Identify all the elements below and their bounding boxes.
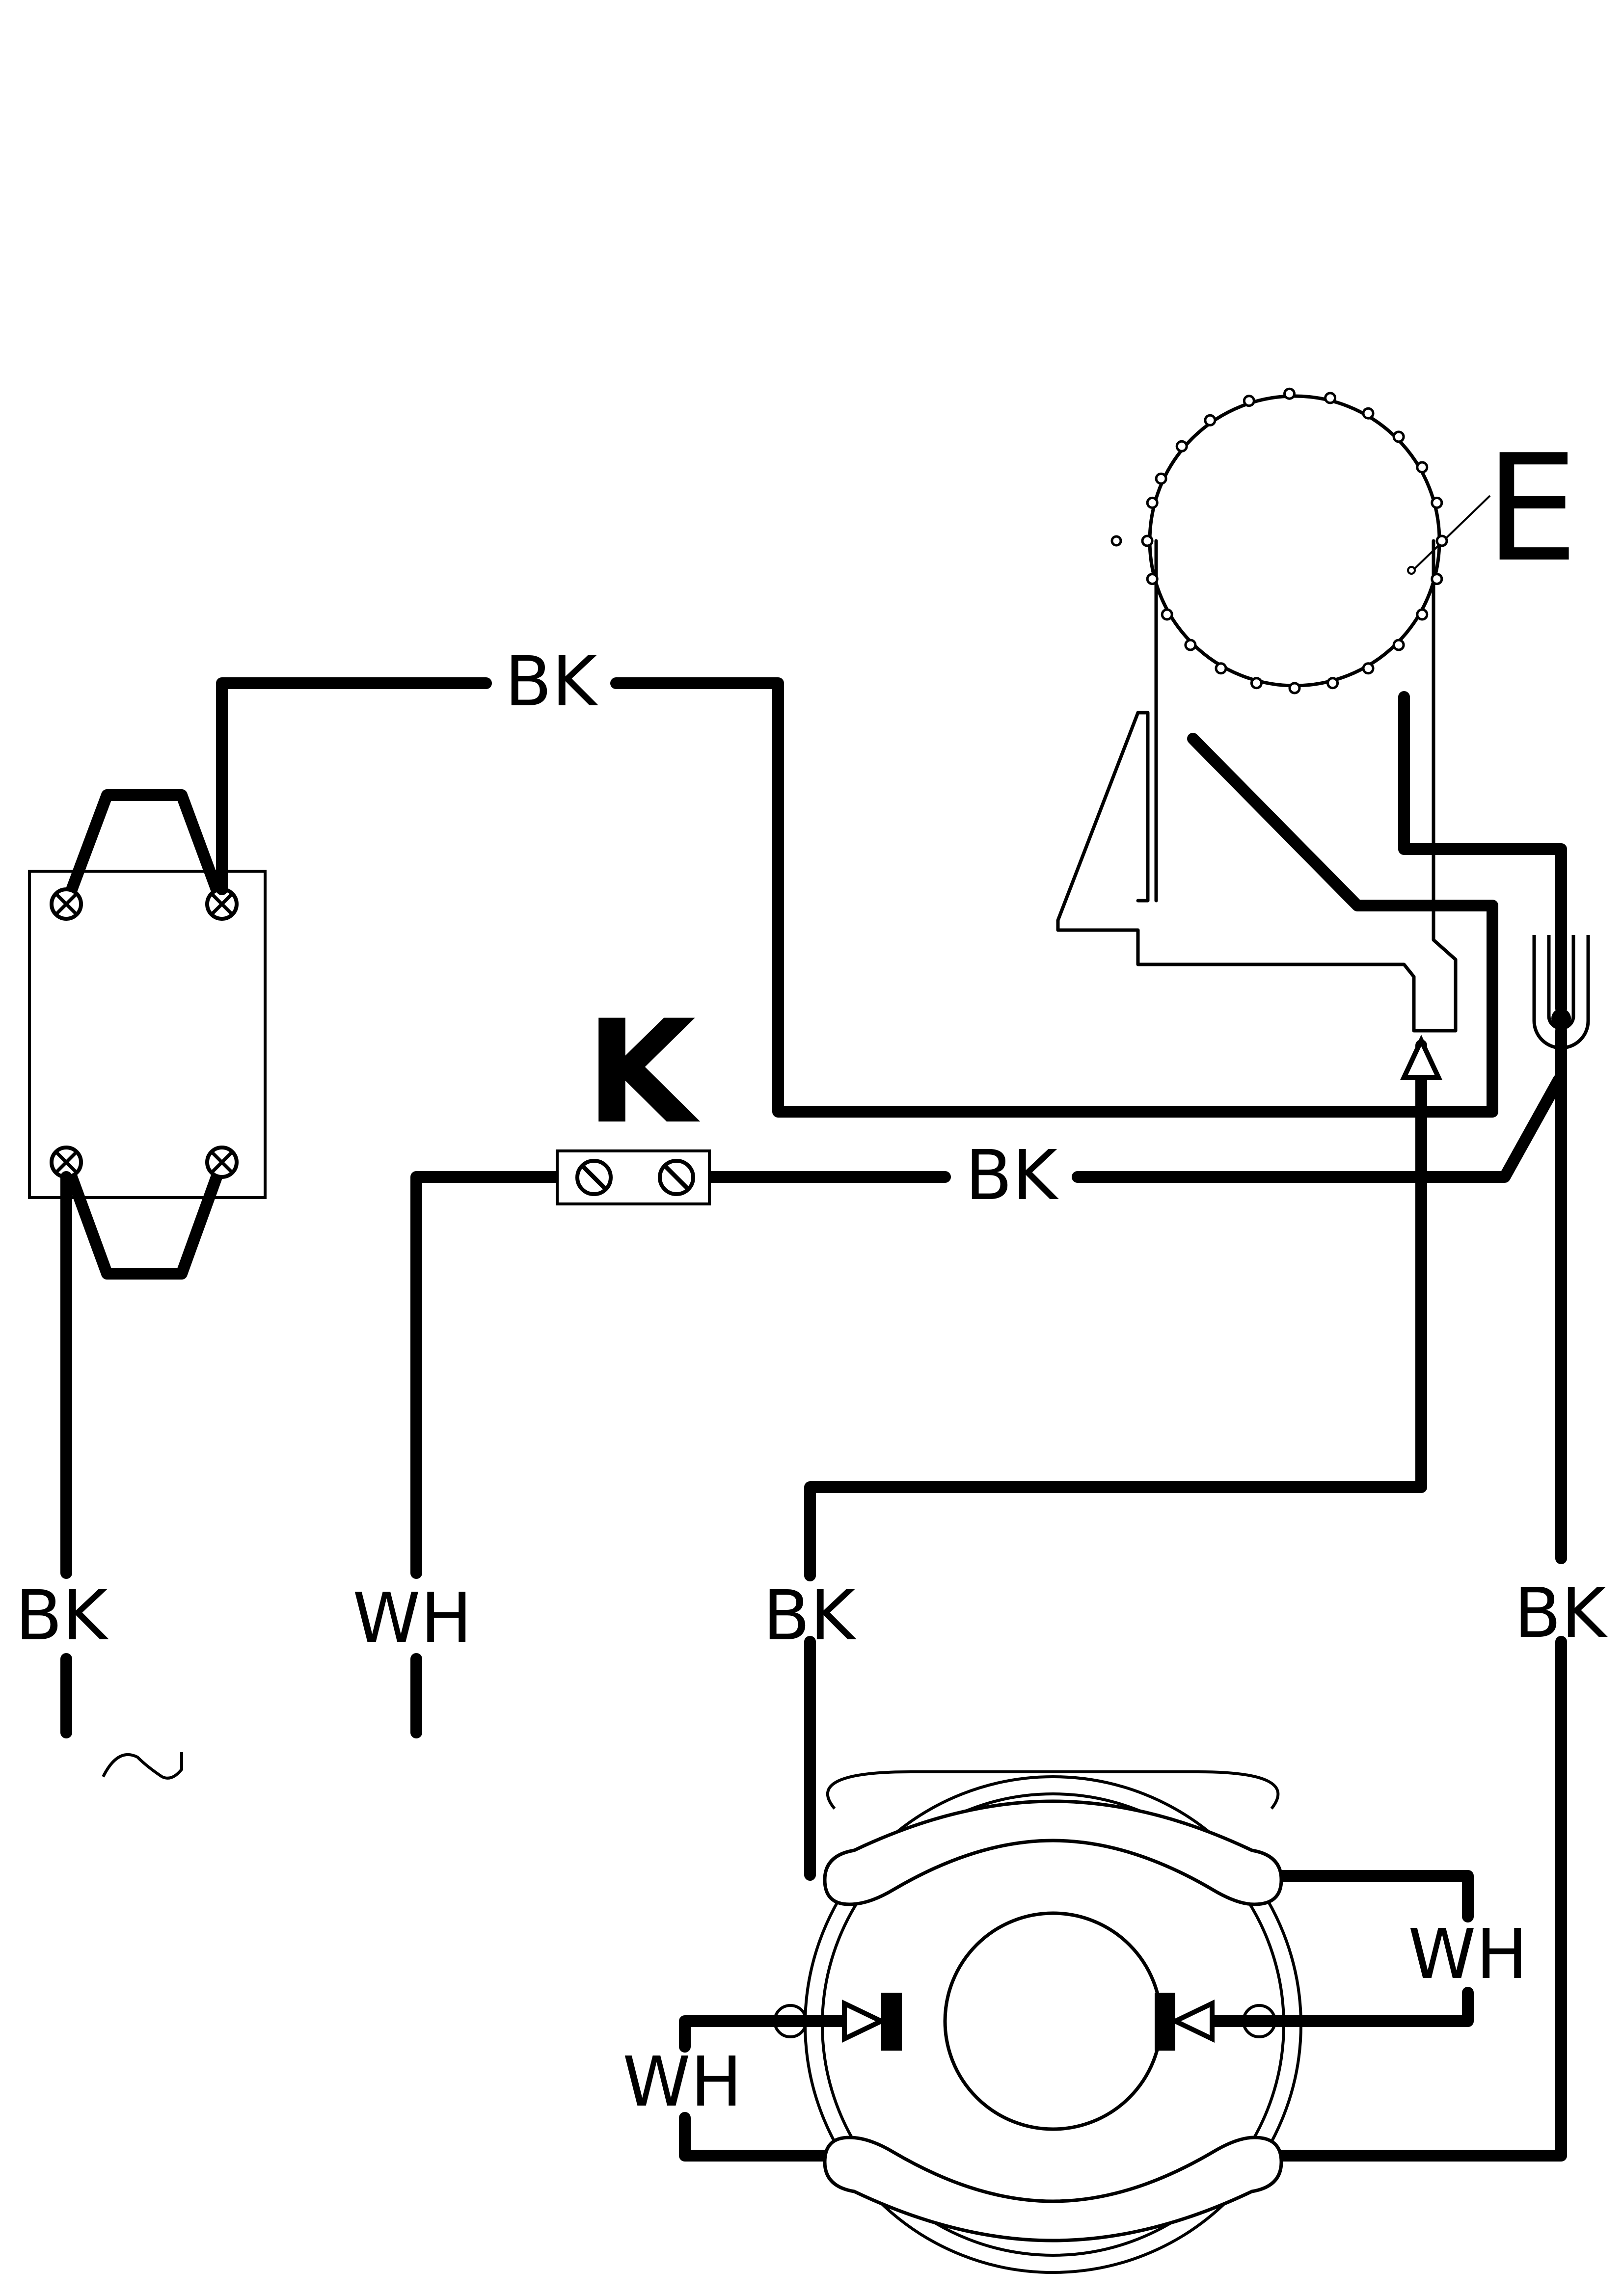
terminal-block-k <box>556 1149 711 1205</box>
label-bk-center-bottom: BK <box>763 1576 857 1656</box>
wire-bk-center <box>804 1040 1427 1581</box>
wire-bk-right <box>1219 1636 1567 2162</box>
coil-dot <box>1431 496 1443 509</box>
coil-dot <box>1243 395 1255 407</box>
coil-dot <box>1141 534 1154 547</box>
coil-dot <box>1283 387 1296 400</box>
wire-wh-motor-left <box>679 2112 831 2162</box>
wire-wh-motor-right <box>1219 1870 1474 1922</box>
coil-dot <box>1362 407 1375 420</box>
coil-dot <box>1146 573 1159 586</box>
label-bk-middle: BK <box>965 1136 1059 1216</box>
coil-dot <box>1215 662 1227 675</box>
label-wh-left-bottom: WH <box>352 1578 472 1658</box>
coil-dot <box>1146 496 1159 509</box>
coil-dot <box>1204 414 1217 427</box>
coil-dot <box>1175 440 1188 453</box>
coil-dot <box>1155 472 1167 485</box>
label-element-e: E <box>1485 423 1578 594</box>
coil-dot <box>1435 534 1448 547</box>
coil-dot <box>1431 573 1443 586</box>
wire-bk-top <box>216 677 492 895</box>
label-wh-motor-left: WH <box>622 2042 742 2122</box>
heating-element <box>1110 394 1491 1033</box>
coil-dot <box>1161 608 1173 621</box>
label-bk-left-bottom: BK <box>15 1576 109 1656</box>
motor <box>773 1770 1302 2274</box>
coil-dot <box>1416 608 1429 621</box>
wire-wh-motor-left <box>679 2015 855 2053</box>
label-wh-motor-right: WH <box>1408 1915 1528 1995</box>
coil-dot <box>1392 430 1405 443</box>
wire-element <box>1398 691 1567 1015</box>
wire-wh-neutral <box>410 1171 563 1579</box>
label-terminal-k: K <box>586 990 702 1155</box>
terminal-screw-icon <box>50 887 83 921</box>
terminal-screw-icon <box>205 887 239 921</box>
coil-dot <box>1392 639 1405 651</box>
coil-dot <box>1184 639 1197 651</box>
label-bk-right-bottom: BK <box>1514 1574 1608 1654</box>
label-bk-top: BK <box>505 642 598 722</box>
terminal-screw-icon <box>205 1146 239 1179</box>
coil-dot <box>1250 677 1263 690</box>
coil-dot <box>1416 461 1429 474</box>
ac-symbol-icon <box>102 1752 183 1780</box>
coil-dot <box>1324 392 1337 404</box>
wire-bk-top <box>610 677 1498 1118</box>
bracket-assembly <box>1056 711 1458 1080</box>
element-coil-dots <box>1110 535 1122 547</box>
wire-wh-motor-right <box>1207 1987 1474 2027</box>
switch-block <box>28 789 267 1280</box>
connector-clip <box>1532 935 1590 1050</box>
wire-bk-middle <box>1072 1074 1565 1183</box>
coil-dot <box>1326 677 1339 690</box>
wires <box>60 677 1567 2162</box>
coil-dot <box>1288 682 1301 694</box>
coil-dot <box>1362 662 1375 675</box>
